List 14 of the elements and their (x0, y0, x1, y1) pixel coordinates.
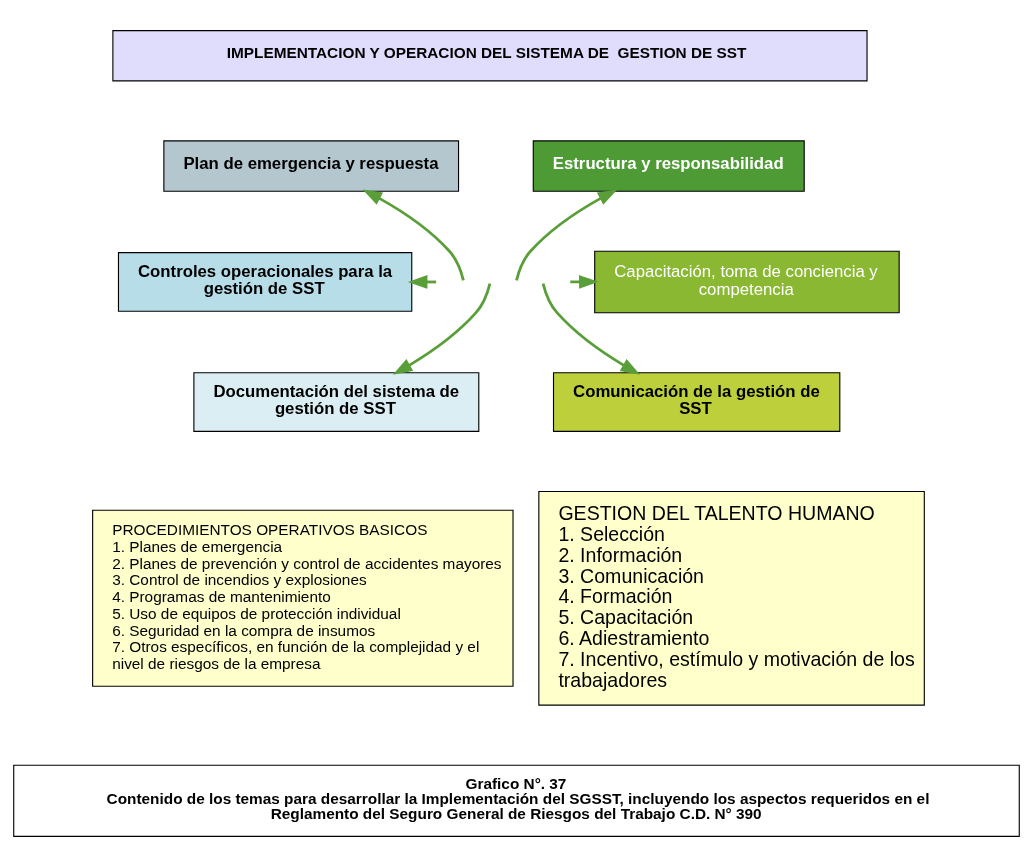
node-box: Comunicación de la gestión de SST (552, 372, 841, 432)
node-box: IMPLEMENTACION Y OPERACION DEL SISTEMA DE GESTION DE SST (112, 30, 868, 82)
node-box: Grafico N°. 37 Contenido de los temas para desarrollar la Implementación del SGSST, incluyendo los aspectos requeridos en el Reglamento del Seguro General de Riesgos del Trabajo C.D. N° 390 (13, 764, 1020, 837)
node-box: Capacitación, toma de conciencia y competencia (594, 250, 900, 314)
node-box: Documentación del sistema de gestión de SST (193, 372, 480, 432)
node-box: GESTION DEL TALENTO HUMANO 1. Selección 2. Información 3. Comunicación 4. Formación 5. Capacitación 6. Adiestramiento 7. Incentivo, estímulo y motivación de los trabajadores (538, 490, 925, 706)
node-box: Estructura y responsabilidad (532, 140, 805, 192)
arrow (541, 283, 641, 375)
arrow (392, 283, 492, 375)
arrow (515, 189, 618, 281)
node-box: PROCEDIMIENTOS OPERATIVOS BASICOS 1. Planes de emergencia 2. Planes de prevención y control de accidentes mayores 3. Control de incendios y explosiones 4. Programas de mantenimiento 5. Uso de equipos de protección individual 6. Seguridad en la compra de insumos 7. Otros específicos, en función de la complejidad y el nivel de riesgos de la empresa (92, 509, 514, 687)
arrow (362, 189, 465, 281)
node-box: Controles operacionales para la gestión de SST (117, 252, 413, 312)
node-box: Plan de emergencia y respuesta (163, 140, 460, 192)
